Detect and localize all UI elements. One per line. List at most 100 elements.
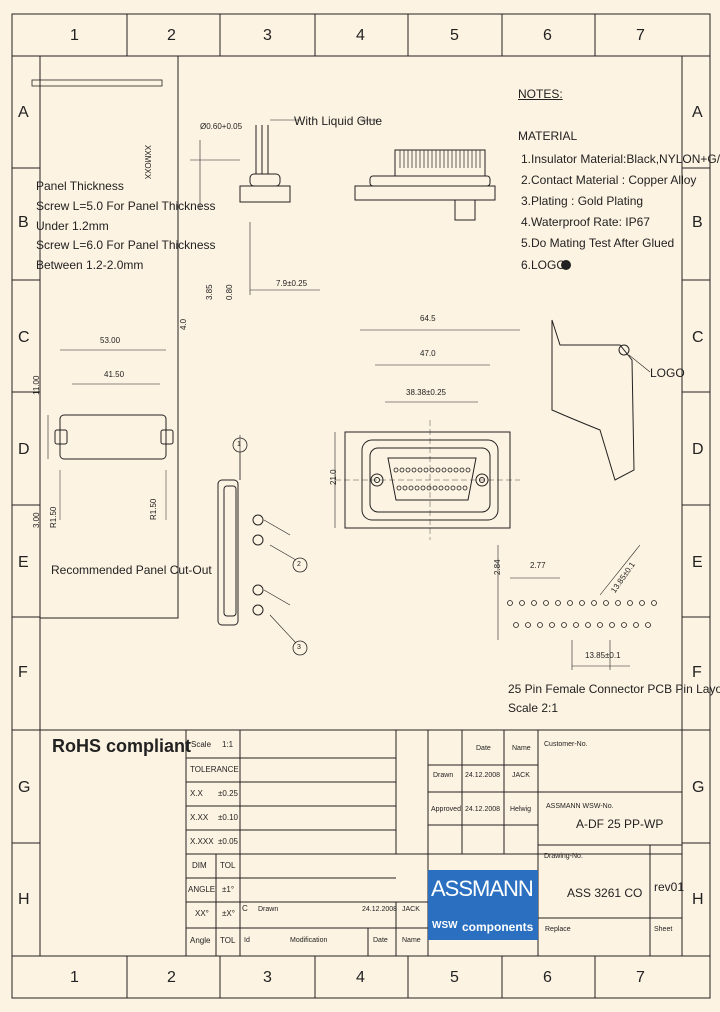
cutout-dim-side: 3.00	[32, 512, 41, 528]
tb-customer-no: Customer-No.	[544, 741, 588, 748]
grid-col-6: 6	[543, 27, 552, 44]
tb-rev: rev01	[654, 880, 685, 894]
tb-replace: Replace	[545, 926, 571, 933]
notes-item-3: 3.Plating : Gold Plating	[521, 194, 644, 208]
tb-xx: XX°	[195, 909, 209, 918]
grid-col-1-bottom: 1	[70, 969, 79, 986]
grid-col-5-bottom: 5	[450, 969, 459, 986]
tb-id-header: Id	[244, 937, 250, 944]
pcb-dim-pitch: 2.77	[530, 561, 546, 570]
notes-material: MATERIAL	[518, 129, 578, 143]
tb-date2-header: Date	[373, 937, 388, 944]
tb-date-header: Date	[476, 745, 491, 752]
side-dim-b: 3.85	[205, 284, 214, 300]
tb-tol-v-1: ±0.25	[218, 789, 238, 798]
tb-mod-header: Modification	[290, 937, 328, 944]
grid-row-g: G	[18, 779, 31, 796]
grid-col-2: 2	[167, 27, 176, 44]
glue-label: With Liquid Glue	[294, 114, 383, 128]
tb-scale-label: Scale	[191, 740, 212, 749]
tb-tol-k-2: X.XX	[190, 813, 209, 822]
logo-callout-label: LOGO	[650, 366, 685, 380]
side-dim-dia: Ø0.60+0.05	[200, 122, 243, 131]
notes-heading: NOTES:	[518, 87, 563, 101]
grid-row-e: E	[18, 554, 29, 571]
grid-row-g-right: G	[692, 779, 705, 796]
cutout-dim-height: 11.00	[32, 375, 41, 395]
tb-approved-date: 24.12.2008	[465, 806, 501, 813]
tb-tol2: TOL	[220, 936, 236, 945]
grid-col-7: 7	[636, 27, 645, 44]
tb-approved: Approved	[431, 806, 461, 813]
grid-col-1: 1	[70, 27, 79, 44]
assmann-logo-box	[428, 870, 538, 940]
grid-row-f-right: F	[692, 664, 702, 681]
tb-xx-tol: ±X°	[222, 909, 235, 918]
balloon-2: 2	[297, 561, 301, 568]
tb-tol-k-1: X.X	[190, 789, 203, 798]
grid-row-b-right: B	[692, 214, 703, 231]
tb-drawing-no: ASS 3261 CO	[567, 886, 643, 900]
grid-row-a-right: A	[692, 104, 703, 121]
tb-scale-value: 1:1	[222, 740, 234, 749]
cutout-dim-width: 53.00	[100, 336, 121, 345]
balloon-1: 1	[237, 441, 241, 448]
front-dim-height: 21.0	[329, 469, 338, 485]
grid-col-4-bottom: 4	[356, 969, 365, 986]
assmann-logo-text: ASSMANN	[431, 876, 534, 901]
pcb-title: 25 Pin Female Connector PCB Pin Layout	[508, 682, 720, 696]
front-dim-body: 47.0	[420, 349, 436, 358]
side-vertical-code: XXMOXX	[143, 145, 152, 180]
balloon-3: 3	[297, 644, 301, 651]
front-dim-overall: 64.5	[420, 314, 436, 323]
tb-name-header: Name	[512, 745, 531, 752]
grid-row-d-right: D	[692, 441, 704, 458]
tb-angle2: Angle	[190, 936, 211, 945]
tb-angle-tol: ±1°	[222, 885, 235, 894]
grid-row-f: F	[18, 664, 28, 681]
panel-note-line-2: Screw L=5.0 For Panel Thickness	[36, 199, 216, 213]
grid-col-6-bottom: 6	[543, 969, 552, 986]
grid-row-h: H	[18, 891, 30, 908]
tb-tol-k-3: X.XXX	[190, 837, 214, 846]
tb-rev-drawn: Drawn	[258, 906, 279, 913]
pcb-dim-span: 13.85±0.1	[585, 651, 621, 660]
front-dim-pitch: 38.38±0.25	[406, 388, 446, 397]
cutout-dim-inner: 41.50	[104, 370, 125, 379]
side-dim-c: 0.80	[225, 284, 234, 300]
grid-row-d: D	[18, 441, 30, 458]
tb-drawn-date: 24.12.2008	[465, 772, 501, 779]
tb-name2-header: Name	[402, 937, 421, 944]
tb-drawn-name: JACK	[512, 772, 530, 779]
grid-row-b: B	[18, 214, 29, 231]
tb-tol-v-3: ±0.05	[218, 837, 238, 846]
notes-item-5: 5.Do Mating Test After Glued	[521, 236, 675, 250]
notes-item-4: 4.Waterproof Rate: IP67	[521, 215, 650, 229]
tb-sheet: Sheet	[654, 926, 673, 933]
side-dim-d: 7.9±0.25	[276, 279, 308, 288]
grid-col-3: 3	[263, 27, 272, 44]
tb-rev-letter: C	[242, 904, 248, 913]
rohs-label: RoHS compliant	[52, 736, 192, 756]
panel-note-line-4: Screw L=6.0 For Panel Thickness	[36, 238, 216, 252]
tb-tol: TOL	[220, 861, 236, 870]
grid-row-h-right: H	[692, 891, 704, 908]
cutout-title: Recommended Panel Cut-Out	[51, 563, 212, 577]
tb-part-no: A-DF 25 PP-WP	[576, 817, 664, 831]
tb-assmann-no: ASSMANN WSW-No.	[546, 803, 614, 810]
cutout-dim-r1: R1.50	[49, 506, 58, 528]
grid-col-4: 4	[356, 27, 365, 44]
tb-drawing-no-label: Drawing-No.	[544, 853, 583, 860]
tb-angle: ANGLE	[188, 885, 216, 894]
tb-rev-date: 24.12.2008	[362, 906, 398, 913]
notes-item-1: 1.Insulator Material:Black,NYLON+G/F	[521, 152, 720, 166]
pcb-dim-row: 2.84	[493, 559, 502, 575]
notes-item-6: 6.LOGO	[521, 258, 566, 272]
grid-row-e-right: E	[692, 554, 703, 571]
grid-col-2-bottom: 2	[167, 969, 176, 986]
panel-note-line-5: Between 1.2-2.0mm	[36, 258, 144, 272]
assmann-logo-wsw: WSW	[432, 920, 458, 931]
tb-tol-v-2: ±0.10	[218, 813, 238, 822]
tb-rev-name: JACK	[402, 906, 420, 913]
